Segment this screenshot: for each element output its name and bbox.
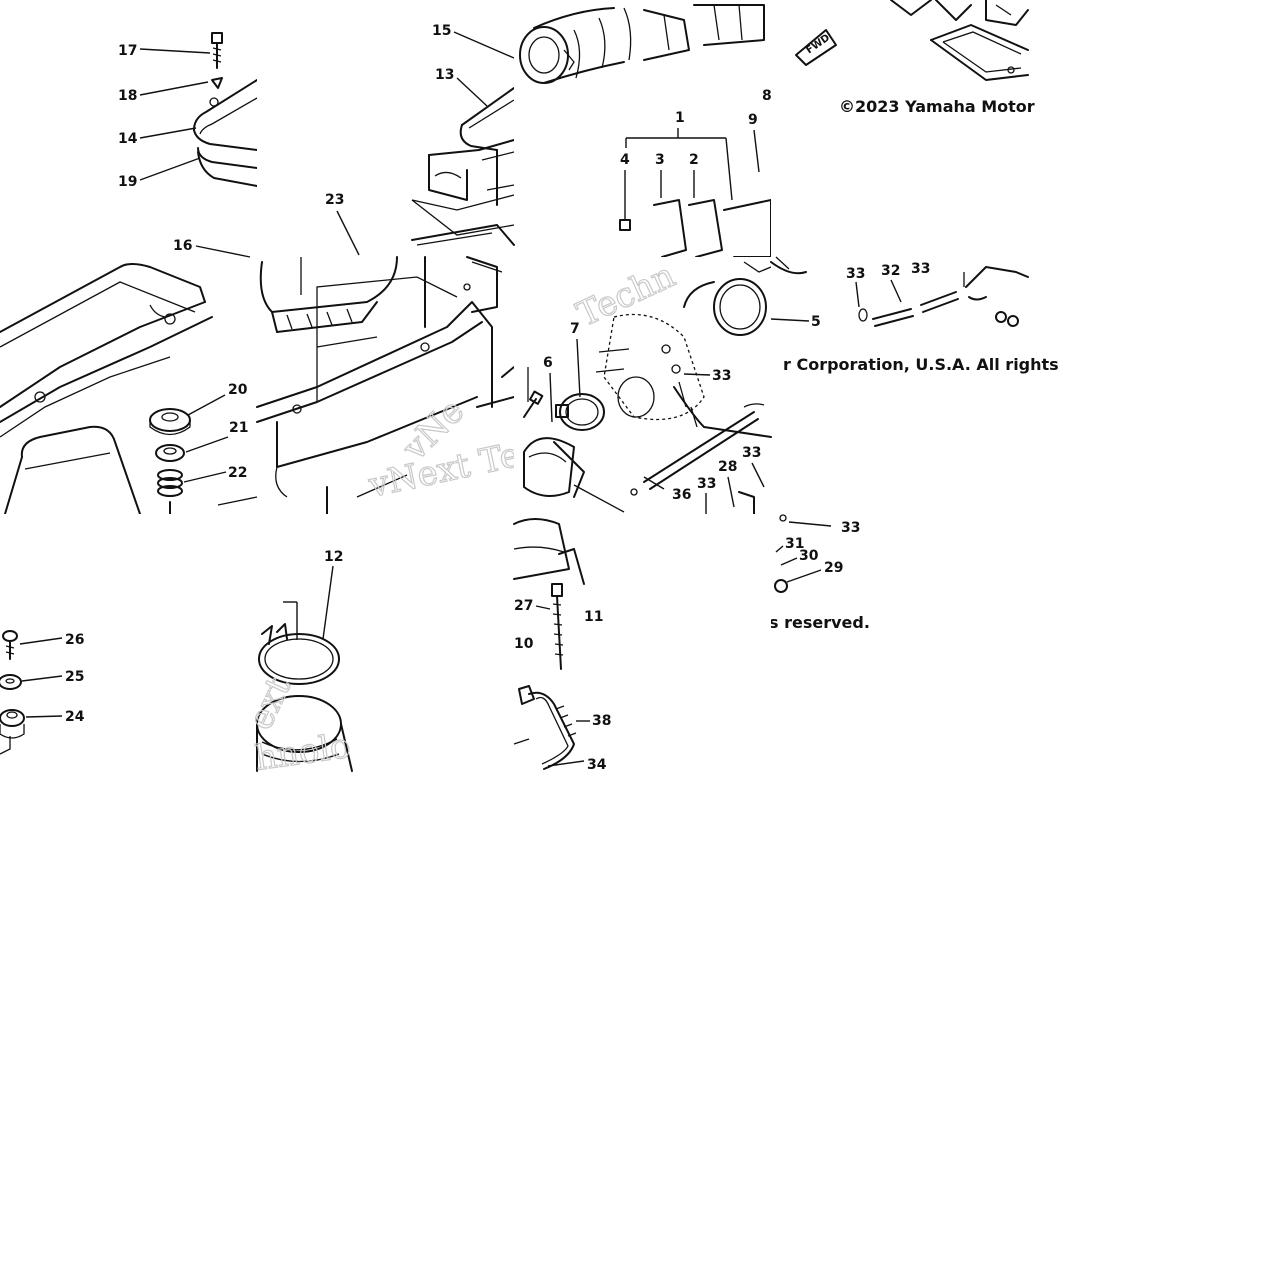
callout-20: 20	[228, 382, 248, 398]
callout-33c: 33	[742, 445, 761, 461]
callout-22: 22	[228, 465, 247, 481]
fwd-plate-icon: FWD	[795, 29, 837, 66]
reed-petal-2-icon	[688, 199, 723, 258]
watermark-hnolo: hnolo	[253, 726, 353, 779]
copyright-mid-group: r Corporation, U.S.A. All rights	[783, 355, 1059, 374]
callout-33a: 33	[712, 368, 731, 384]
callout-38: 38	[592, 713, 611, 729]
tile-mid-2: vNext Te vNe	[256, 256, 524, 515]
copyright-text-mid: r Corporation, U.S.A. All rights	[783, 355, 1059, 374]
collar-21-icon	[155, 444, 185, 462]
callout-33e: 33	[911, 261, 930, 277]
hose-38-icon	[528, 691, 577, 770]
callout-4: 4	[620, 152, 630, 168]
callout-2: 2	[689, 152, 699, 168]
callout-19: 19	[118, 174, 137, 190]
callout-26: 26	[65, 632, 84, 648]
callout-23: 23	[325, 192, 344, 208]
callout-30: 30	[799, 548, 819, 564]
callout-33b: 33	[697, 476, 716, 492]
tile-mid-left: 20 21 22	[0, 257, 258, 515]
watermark-techn: Techn	[571, 255, 681, 335]
vent-hose-32-icon	[872, 291, 959, 327]
tile-mid-3: Techn 6 7	[514, 255, 772, 515]
bolt-icon	[523, 390, 544, 418]
callout-13: 13	[435, 67, 454, 83]
callout-1: 1	[675, 110, 685, 126]
tile-top-right: FWD ©2023 Yamaha Motor	[771, 0, 1035, 257]
tile-top-3: 1 4 3 2 9 8	[514, 0, 772, 258]
callout-10: 10	[514, 636, 534, 652]
callout-11: 11	[584, 609, 603, 625]
callout-23-group: 23	[325, 192, 515, 256]
hose-clamp-5-icon	[713, 278, 767, 336]
spring-22-icon	[157, 469, 183, 497]
callout-15: 15	[432, 23, 451, 39]
callout-27: 27	[514, 598, 533, 614]
carb-joint-6	[523, 437, 575, 497]
tile-bottom-left: 26 25 24	[0, 514, 257, 771]
tile-mid-right: 5 33 32 33	[770, 256, 1029, 337]
nut-4-icon	[619, 219, 631, 231]
callout-36: 36	[672, 487, 691, 503]
callout-3: 3	[655, 152, 665, 168]
callout-16-group: 16	[173, 238, 251, 258]
callout-28: 28	[718, 459, 737, 475]
callout-29: 29	[824, 560, 843, 576]
callout-9: 9	[748, 112, 758, 128]
tile-top-2: 15 13	[257, 0, 515, 257]
callout-6: 6	[543, 355, 553, 371]
reed-petal-3-icon	[653, 199, 687, 258]
callout-16: 16	[173, 238, 192, 254]
callout-21: 21	[229, 420, 248, 436]
callout-5: 5	[811, 314, 821, 330]
callout-7: 7	[570, 321, 580, 337]
hose-clamp-7-icon	[559, 393, 605, 431]
copyright-text-bottom: s reserved.	[769, 613, 870, 632]
washer-25-icon	[0, 674, 22, 690]
callout-32: 32	[881, 263, 900, 279]
callout-33d: 33	[846, 266, 865, 282]
copyright-text-top: ©2023 Yamaha Motor	[839, 97, 1035, 116]
tile-bottom-3: 11 27 10 38 34	[513, 514, 771, 773]
callout-31: 31	[785, 536, 804, 552]
tile-top-left: 17 18 14 19	[0, 0, 258, 257]
callout-25: 25	[65, 669, 84, 685]
callout-14: 14	[118, 131, 138, 147]
nut-29-icon	[774, 579, 788, 593]
callout-8: 8	[762, 88, 772, 104]
tile-bottom-2: 12 ext hnolo	[240, 514, 514, 780]
callout-12: 12	[324, 549, 343, 565]
callout-34: 34	[587, 757, 607, 773]
callout-18: 18	[118, 88, 137, 104]
washer-18-icon	[211, 77, 223, 89]
bolt-17-icon	[211, 32, 223, 69]
grommet-20-icon	[149, 408, 191, 432]
callout-24: 24	[65, 709, 85, 725]
screw-26-icon	[2, 630, 18, 660]
screw-27-icon	[551, 583, 564, 670]
intake-funnel-23	[259, 256, 398, 313]
callout-33f: 33	[841, 520, 860, 536]
lower-right-callouts: 33 31 30 29 s reserved.	[769, 514, 870, 632]
air-box-cover-16	[0, 263, 206, 333]
clamp-12-icon	[258, 633, 340, 685]
grommet-24-icon	[0, 709, 25, 727]
callout-17: 17	[118, 43, 137, 59]
